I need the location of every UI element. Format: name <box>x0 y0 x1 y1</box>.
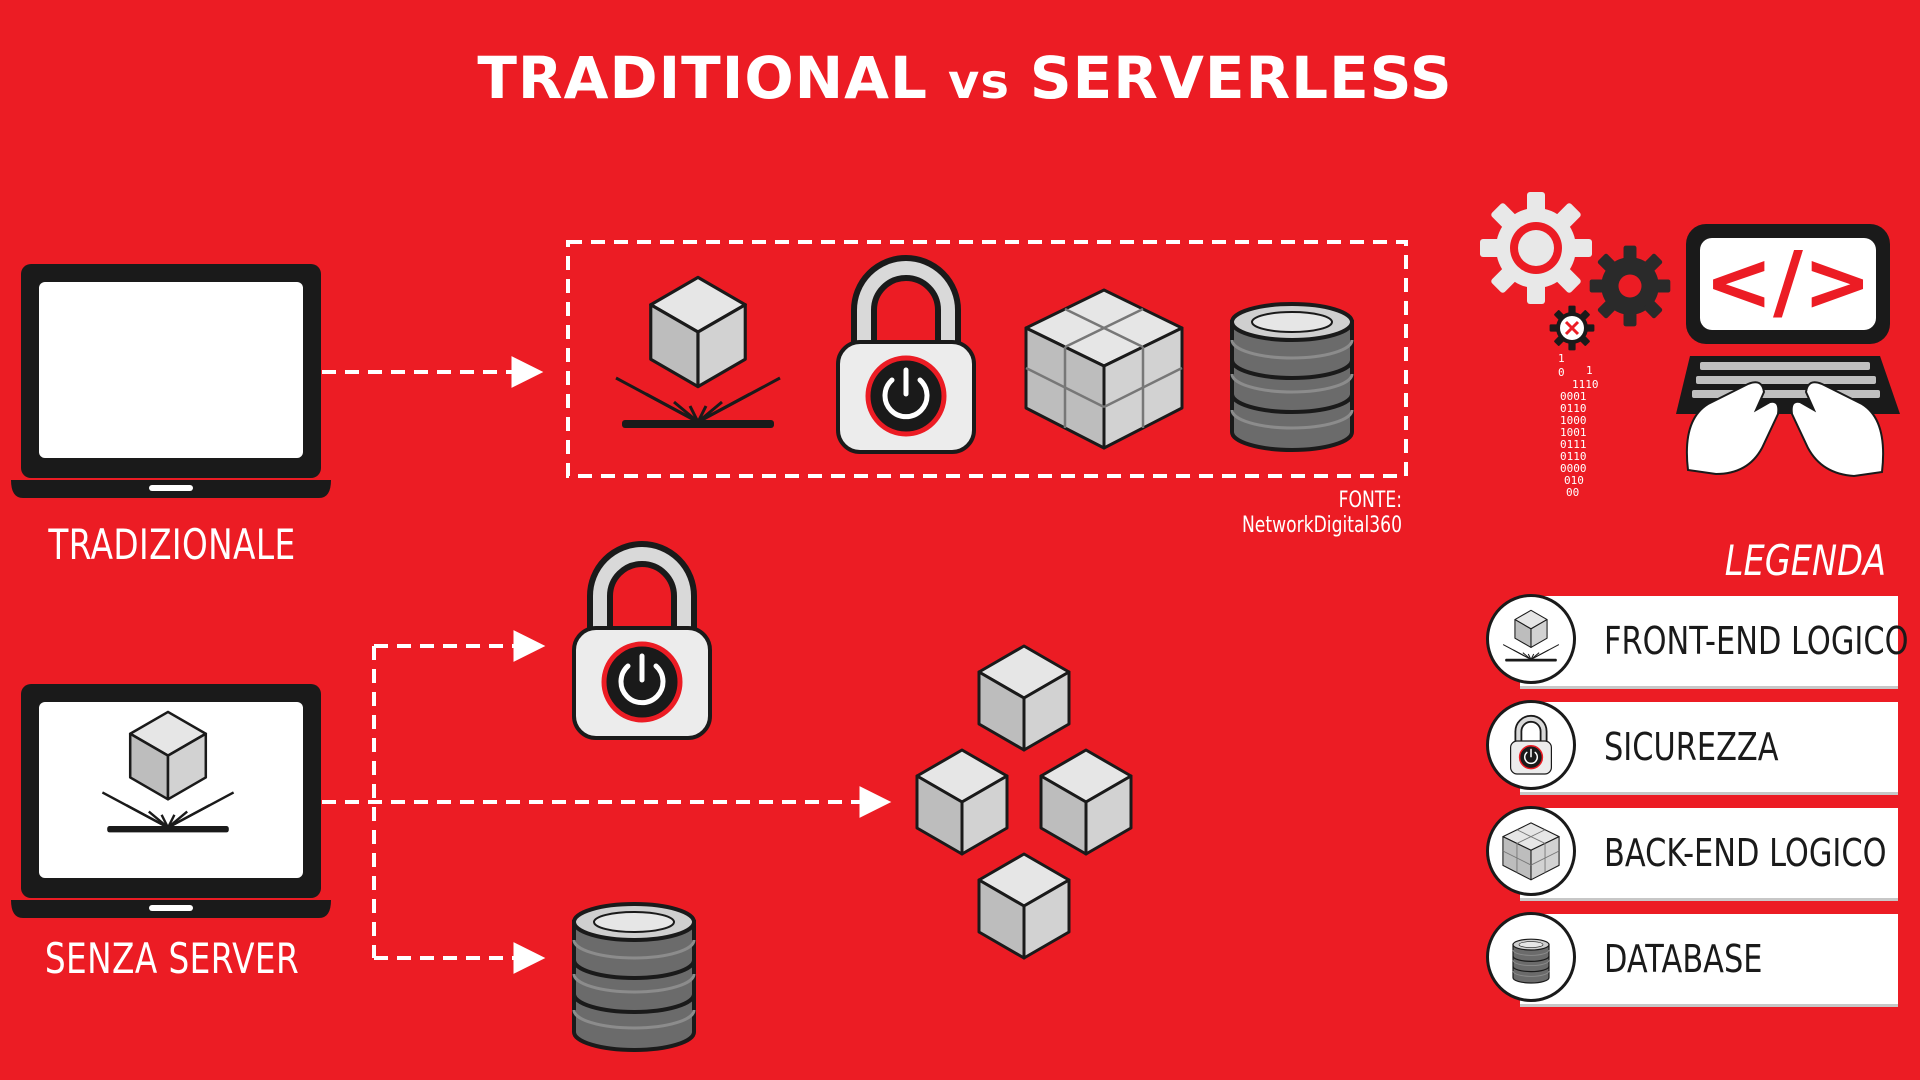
serverless-lock-icon <box>574 554 710 738</box>
developer-computer-icon: </> <box>1676 224 1900 478</box>
svg-text:0000: 0000 <box>1560 462 1587 475</box>
traditional-database-icon <box>1230 302 1354 452</box>
traditional-label: TRADIZIONALE <box>48 520 296 569</box>
svg-text:010: 010 <box>1564 474 1584 487</box>
serverless-laptop-icon <box>11 684 331 918</box>
code-symbol: </> <box>1704 235 1871 330</box>
source-credit: FONTE: NetworkDigital360 <box>1241 488 1402 538</box>
legend-item-back-end: BACK-END LOGICO <box>1520 808 1898 901</box>
page-title: TRADITIONAL vs SERVERLESS <box>0 44 1920 112</box>
svg-text:0001: 0001 <box>1560 390 1587 403</box>
legend-label: BACK-END LOGICO <box>1604 831 1887 875</box>
svg-text:1000: 1000 <box>1560 414 1587 427</box>
title-vs: vs <box>948 54 1010 110</box>
traditional-front-end-icon <box>616 277 780 428</box>
title-traditional: TRADITIONAL <box>477 44 929 112</box>
legend-title: LEGENDA <box>1724 536 1886 585</box>
database-icon <box>1486 912 1576 1002</box>
title-serverless: SERVERLESS <box>1029 44 1453 112</box>
svg-text:0110: 0110 <box>1560 402 1587 415</box>
traditional-lock-icon <box>838 268 974 452</box>
back-end-icon <box>1486 806 1576 896</box>
serverless-microservices-icon <box>915 644 1133 960</box>
lock-icon <box>1486 700 1576 790</box>
svg-text:1110: 1110 <box>1572 378 1599 391</box>
legend-label: DATABASE <box>1604 937 1763 981</box>
svg-text:1001: 1001 <box>1560 426 1587 439</box>
front-end-icon <box>1486 594 1576 684</box>
svg-text:1: 1 <box>1558 352 1565 365</box>
svg-text:0111: 0111 <box>1560 438 1587 451</box>
serverless-label: SENZA SERVER <box>44 934 300 983</box>
legend-item-database: DATABASE <box>1520 914 1898 1007</box>
legend-item-front-end: FRONT-END LOGICO <box>1520 596 1909 689</box>
legend-label: SICUREZZA <box>1604 725 1779 769</box>
legend-item-security: SICUREZZA <box>1520 702 1898 795</box>
traditional-monolith-box <box>566 240 1408 478</box>
svg-text:00: 00 <box>1566 486 1579 499</box>
traditional-back-end-icon <box>1024 288 1184 450</box>
serverless-database-icon <box>572 902 696 1052</box>
serverless-branches <box>322 630 892 974</box>
gears-icon <box>1480 192 1671 351</box>
svg-text:0: 0 <box>1558 366 1565 379</box>
svg-text:1: 1 <box>1586 364 1593 377</box>
traditional-laptop-icon <box>11 264 331 498</box>
legend-label: FRONT-END LOGICO <box>1604 619 1909 663</box>
svg-text:0110: 0110 <box>1560 450 1587 463</box>
